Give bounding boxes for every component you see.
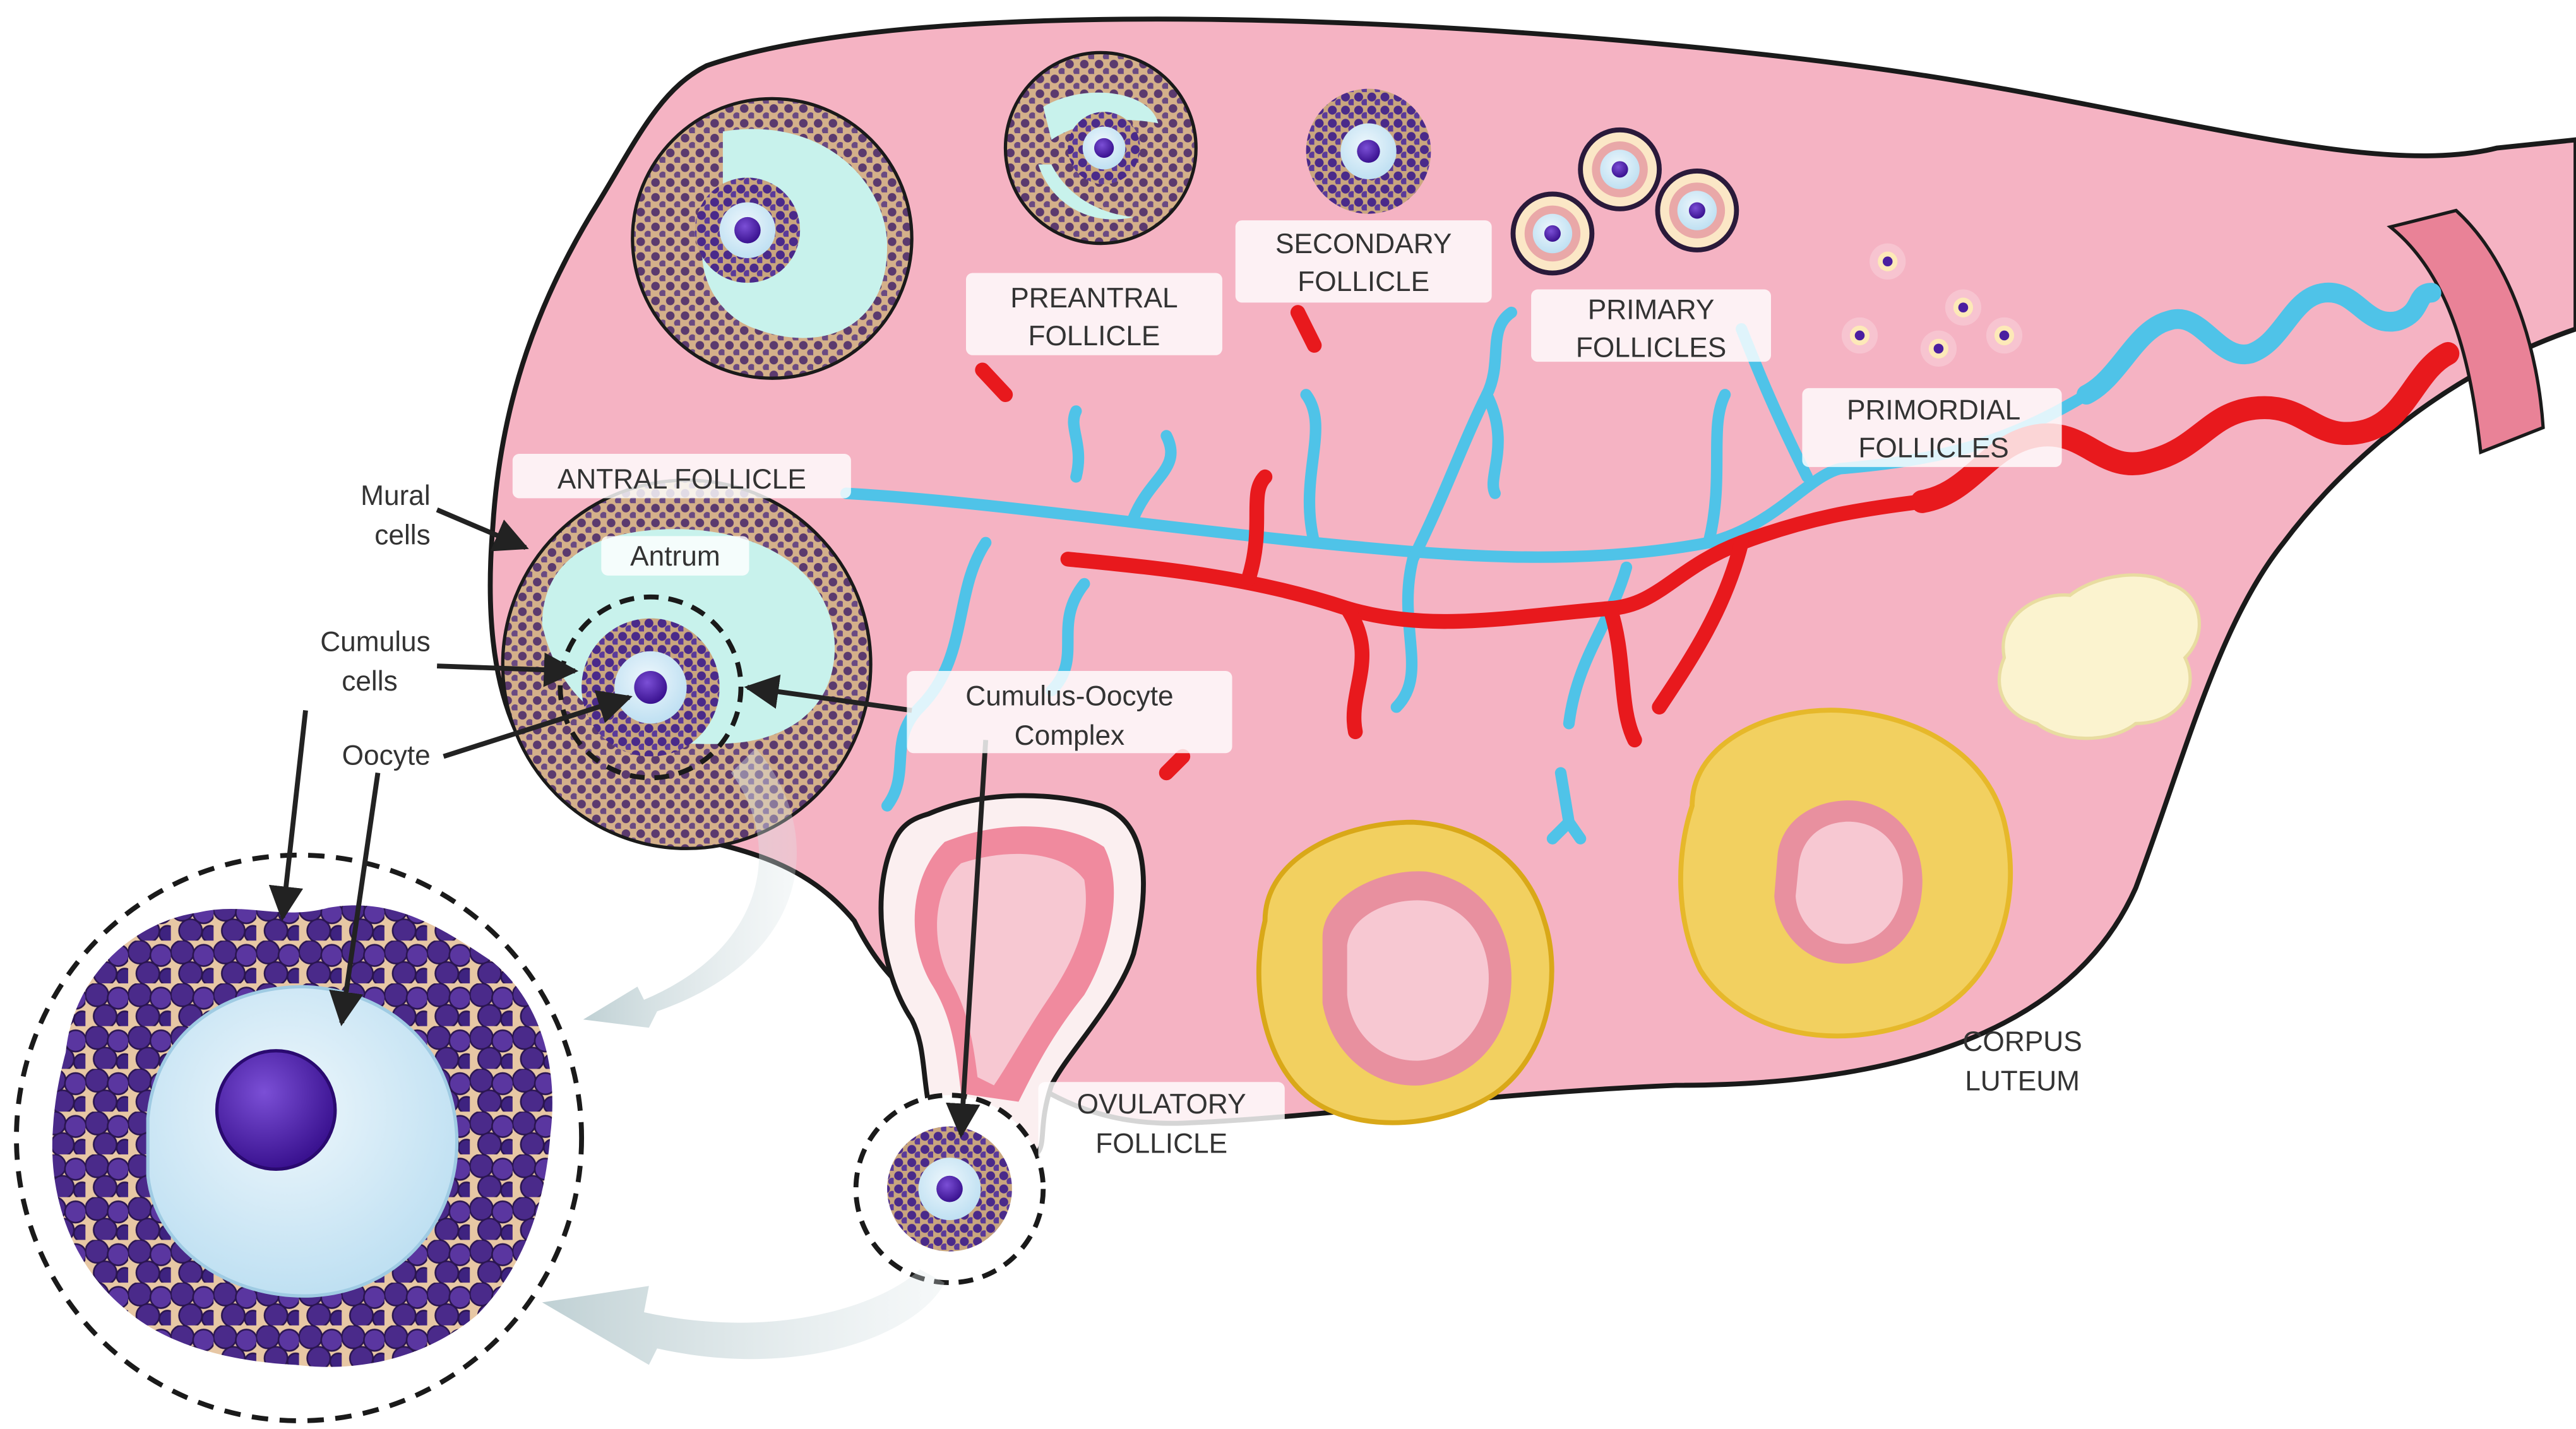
svg-text:Antrum: Antrum xyxy=(630,541,720,572)
label-antral-follicle: ANTRAL FOLLICLE xyxy=(512,454,851,499)
label-primary-follicles: PRIMARY FOLLICLES xyxy=(1531,289,1771,363)
svg-text:cells: cells xyxy=(342,666,397,697)
svg-text:CORPUS: CORPUS xyxy=(1963,1026,2082,1057)
svg-text:FOLLICLE: FOLLICLE xyxy=(1095,1128,1227,1159)
svg-text:FOLLICLE: FOLLICLE xyxy=(1297,266,1429,297)
coc-zoom-inset xyxy=(14,852,585,1423)
antral-follicle-main xyxy=(501,478,873,850)
svg-text:PRIMORDIAL: PRIMORDIAL xyxy=(1847,394,2020,425)
svg-text:Cumulus-Oocyte: Cumulus-Oocyte xyxy=(965,681,1173,712)
svg-text:FOLLICLES: FOLLICLES xyxy=(1576,332,1726,363)
svg-text:Complex: Complex xyxy=(1015,720,1125,751)
svg-text:PREANTRAL: PREANTRAL xyxy=(1010,283,1178,314)
label-corpus-luteum: CORPUS LUTEUM xyxy=(1963,1026,2082,1097)
label-cumulus-oocyte-complex: Cumulus-Oocyte Complex xyxy=(907,670,1232,754)
pointer-arrows xyxy=(268,507,989,1139)
svg-text:FOLLICLES: FOLLICLES xyxy=(1858,432,2008,463)
label-mural-cells: Mural cells xyxy=(361,480,431,551)
svg-text:ANTRAL FOLLICLE: ANTRAL FOLLICLE xyxy=(558,464,806,495)
corpus-luteum-early xyxy=(1256,819,1554,1125)
label-secondary-follicle: SECONDARY FOLLICLE xyxy=(1235,220,1492,303)
svg-text:Oocyte: Oocyte xyxy=(342,740,431,771)
ovulated-coc xyxy=(853,1093,1046,1286)
preantral-follicle xyxy=(1003,50,1198,246)
label-preantral-follicle: PREANTRAL FOLLICLE xyxy=(966,273,1222,355)
label-primordial-follicles: PRIMORDIAL FOLLICLES xyxy=(1802,388,2062,467)
curved-arrow-icon xyxy=(583,748,797,1028)
ovulatory-follicle xyxy=(878,793,1146,1162)
corpus-albicans xyxy=(1998,573,2201,740)
svg-text:LUTEUM: LUTEUM xyxy=(1965,1065,2080,1096)
svg-text:FOLLICLE: FOLLICLE xyxy=(1029,321,1160,352)
label-ovulatory-follicle: OVULATORY FOLLICLE xyxy=(1038,1082,1285,1161)
label-oocyte: Oocyte xyxy=(342,740,431,771)
svg-text:SECONDARY: SECONDARY xyxy=(1275,228,1452,259)
corpus-luteum-mature xyxy=(1678,708,2013,1039)
antral-follicle-top xyxy=(631,97,914,380)
label-cumulus-cells: Cumulus cells xyxy=(320,627,431,697)
svg-text:Mural: Mural xyxy=(361,480,431,511)
svg-text:OVULATORY: OVULATORY xyxy=(1077,1089,1246,1120)
primary-follicles xyxy=(1510,127,1739,276)
svg-text:cells: cells xyxy=(374,519,430,550)
secondary-follicle xyxy=(1306,88,1431,214)
label-antrum: Antrum xyxy=(601,536,749,576)
primordial-follicles xyxy=(1841,243,2023,367)
svg-text:PRIMARY: PRIMARY xyxy=(1588,294,1715,325)
svg-text:Cumulus: Cumulus xyxy=(320,627,431,658)
curved-arrow-icon xyxy=(542,1269,945,1365)
